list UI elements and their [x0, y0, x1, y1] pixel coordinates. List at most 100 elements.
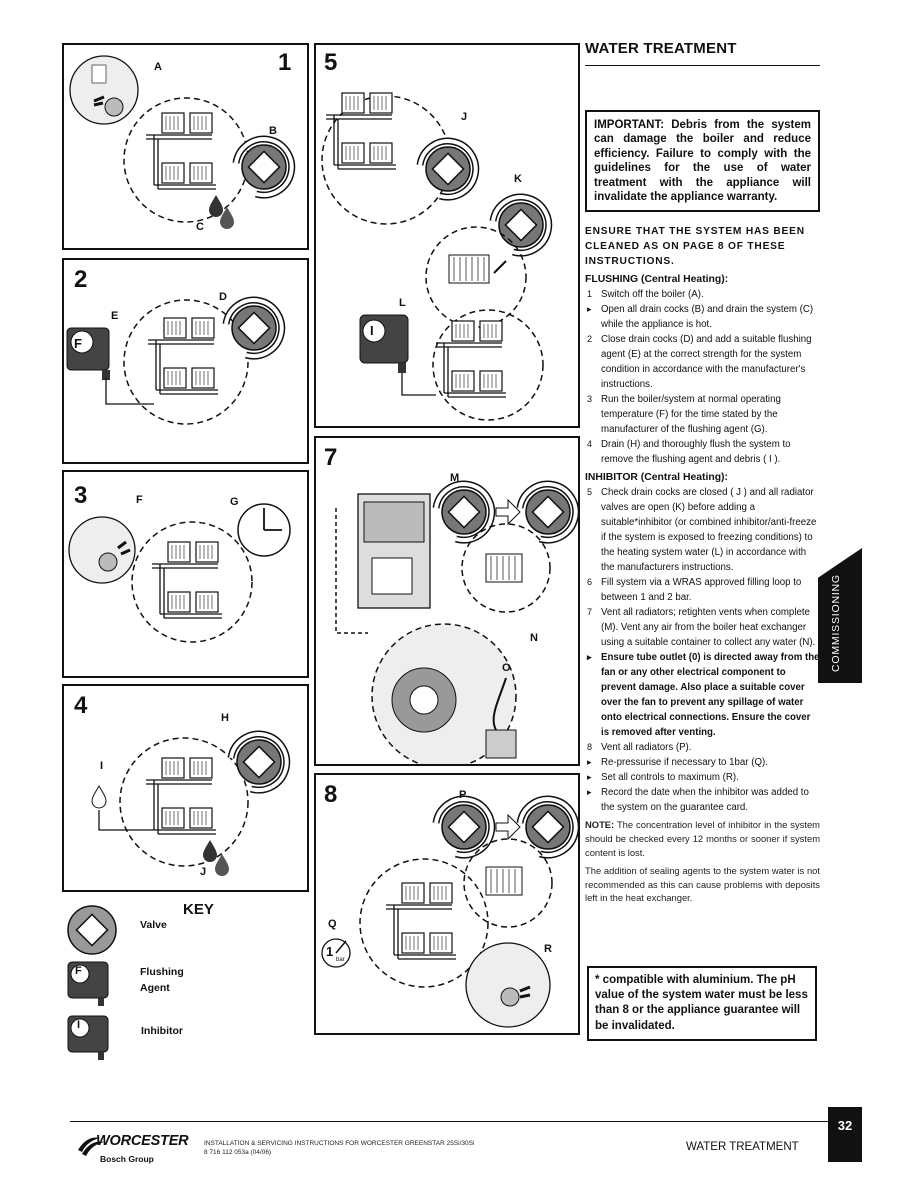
section-tab: COMMISSIONING [818, 548, 862, 683]
drain-flush-illustration [91, 686, 307, 876]
step-marker: 6 [587, 577, 593, 588]
step-marker: ▸ [587, 652, 592, 663]
diagram-panel-5: 5 I J K L [314, 43, 580, 428]
step-marker: 2 [587, 334, 593, 345]
step-text: Switch off the boiler (A). [601, 289, 704, 301]
step-marker: ▸ [587, 757, 592, 768]
inhibitor-heading: INHIBITOR (Central Heating): [585, 472, 728, 484]
pressure-gauge-unit: bar [336, 957, 345, 963]
step-item: 8 Vent all radiators (P). [585, 740, 820, 755]
label-l: L [399, 297, 406, 309]
final-check-illustration [321, 775, 578, 1028]
step-item: 5 Check drain cocks are closed ( J ) and … [585, 485, 820, 575]
diagram-panel-1: 1 A B C [62, 43, 309, 250]
step-text: Vent all radiators; retighten vents when… [601, 607, 816, 649]
flushing-steps: 1 Switch off the boiler (A). ▸ Open all dra… [585, 287, 820, 467]
label-j: J [461, 111, 468, 123]
panel-number: 2 [74, 266, 88, 293]
label-f: F [136, 494, 143, 506]
valve-key-icon [67, 905, 117, 955]
label-g: G [230, 496, 239, 508]
inhibitor-steps: 5 Check drain cocks are closed ( J ) and … [585, 485, 820, 815]
label-k: K [514, 173, 522, 185]
inhibitor-key-letter: I [77, 1019, 81, 1031]
step-text: Vent all radiators (P). [601, 742, 692, 754]
panel-number: 3 [74, 482, 88, 509]
label-h: H [221, 712, 229, 724]
worcester-logo-icon [78, 1137, 104, 1156]
important-notice: IMPORTANT: Debris from the system can da… [585, 110, 820, 213]
step-marker: 1 [587, 289, 593, 300]
step-text: Set all controls to maximum (R). [601, 772, 739, 784]
document-info: INSTALLATION & SERVICING INSTRUCTIONS FO… [204, 1140, 474, 1157]
diagram-panel-3: 3 F G [62, 470, 309, 678]
container-letter: F [74, 336, 82, 351]
label-b: B [269, 125, 277, 137]
inhibitor-key-icon [67, 1015, 109, 1060]
flushing-heading: FLUSHING (Central Heating): [585, 274, 729, 286]
container-letter: I [370, 323, 374, 338]
step-text: Fill system via a WRAS approved filling … [601, 577, 802, 604]
label-d: D [219, 291, 227, 303]
brand-group: Bosch Group [100, 1154, 154, 1164]
step-item: ▸ Open all drain cocks (B) and drain the … [585, 302, 820, 332]
diagram-panel-4: 4 H I J [62, 684, 309, 892]
step-item: 2 Close drain cocks (D) and add a suitabl… [585, 332, 820, 392]
label-n: N [530, 632, 538, 644]
note-label: NOTE: [585, 819, 615, 831]
step-marker: 7 [587, 607, 593, 618]
run-boiler-illustration [68, 503, 291, 643]
label-q: Q [328, 918, 337, 930]
flushing-key-letter: F [75, 965, 82, 977]
key-title: KEY [183, 901, 214, 918]
key-valve-label: Valve [140, 919, 167, 931]
label-a: A [154, 61, 162, 73]
step-text: Re-pressurise if necessary to 1bar (Q). [601, 757, 768, 769]
panel-number: 4 [74, 692, 88, 719]
flushing-agent-key-icon [67, 961, 109, 1006]
step-text: Check drain cocks are closed ( J ) and a… [601, 487, 817, 574]
panel-number: 1 [278, 49, 292, 76]
step-item: ▸Record the date when the inhibitor was … [585, 785, 820, 815]
concentration-note: NOTE: The concentration level of inhibit… [585, 818, 820, 859]
step-text: Drain (H) and thoroughly flush the syste… [601, 439, 791, 466]
step-item: 1 Switch off the boiler (A). [585, 287, 820, 302]
panel-number: 5 [324, 49, 338, 76]
step-text: Close drain cocks (D) and add a suitable… [601, 334, 812, 391]
inhibitor-illustration [321, 92, 578, 421]
flushing-agent-illustration [66, 260, 307, 425]
label-o: O [502, 662, 511, 674]
diagram-panel-8: 8 1 bar P Q R [314, 773, 580, 1035]
diagram-panel-2: 2 F D E [62, 258, 309, 464]
label-j: J [200, 866, 207, 878]
key-inhibitor-label: Inhibitor [141, 1025, 183, 1037]
step-item: 6 Fill system via a WRAS approved filling… [585, 575, 820, 605]
note-text: The concentration level of inhibitor in … [585, 819, 820, 858]
step-marker: 4 [587, 439, 593, 450]
step-item: 3 Run the boiler/system at normal operati… [585, 392, 820, 437]
section-tab-label: COMMISSIONING [830, 574, 842, 672]
ensure-cleaned-text: ENSURE THAT THE SYSTEM HAS BEEN CLEANED … [585, 226, 805, 268]
diagram-panel-7: 7 M N O [314, 436, 580, 766]
step-text: Ensure tube outlet (0) is directed away … [601, 652, 820, 739]
key-flushing-label: Flushing Agent [140, 966, 184, 994]
label-e: E [111, 310, 119, 322]
step-item: 4 Drain (H) and thoroughly flush the syst… [585, 437, 820, 467]
step-text: Open all drain cocks (B) and drain the s… [601, 304, 814, 331]
step-marker: 8 [587, 742, 593, 753]
footer-rule [70, 1121, 830, 1122]
label-p: P [459, 789, 467, 801]
step-marker: ▸ [587, 304, 592, 315]
brand-name: WORCESTER [96, 1133, 189, 1149]
page-number: 32 [837, 1118, 853, 1133]
step-marker: 3 [587, 394, 593, 405]
step-text: Run the boiler/system at normal operatin… [601, 394, 781, 436]
footer-section-title: WATER TREATMENT [686, 1141, 799, 1153]
step-item: ▸ Re-pressurise if necessary to 1bar (Q). [585, 755, 820, 770]
step-text: Record the date when the inhibitor was a… [601, 787, 809, 814]
step-marker: ▸ [587, 772, 592, 783]
step-item: ▸ Ensure tube outlet (0) is directed away… [585, 650, 820, 740]
step-marker: 5 [587, 487, 593, 498]
step-item: 7 Vent all radiators; retighten vents whe… [585, 605, 820, 650]
page-title: WATER TREATMENT [585, 40, 820, 66]
